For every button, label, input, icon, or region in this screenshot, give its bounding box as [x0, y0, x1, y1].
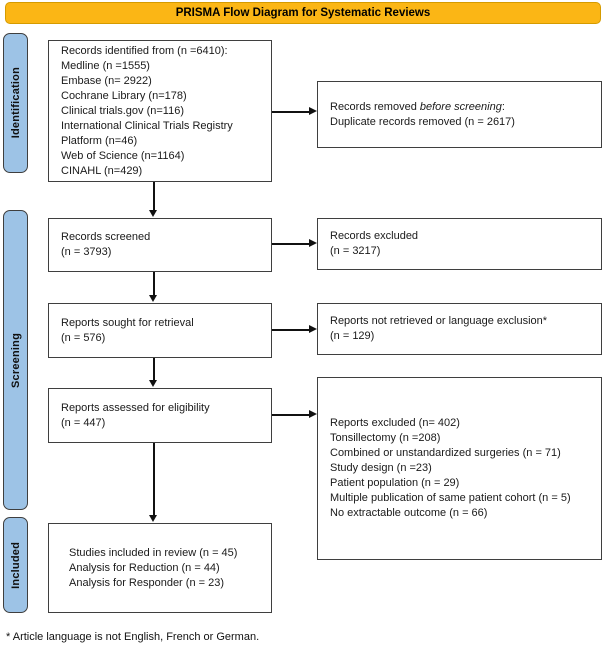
arrow-sought-to-assessed-head — [149, 380, 157, 387]
stage-label-included: Included — [3, 517, 28, 613]
box-studies-included: Studies included in review (n = 45)Analy… — [48, 523, 272, 613]
stage-label-identification: Identification — [3, 33, 28, 173]
box-reports-sought: Reports sought for retrieval(n = 576) — [48, 303, 272, 358]
records-removed-line2: Duplicate records removed (n = 2617) — [330, 115, 515, 128]
arrow-identified-to-screened-head — [149, 210, 157, 217]
arrow-assessed-to-included-line — [153, 443, 155, 516]
arrow-assessed-to-reportsexcluded-line — [272, 414, 309, 416]
arrow-sought-to-notretrieved-head — [309, 325, 317, 333]
box-reports-sought-text: Reports sought for retrieval(n = 576) — [61, 316, 194, 344]
box-records-excluded: Records excluded(n = 3217) — [317, 218, 602, 270]
stage-label-screening-text: Screening — [9, 332, 22, 388]
box-reports-not-retrieved-text: Reports not retrieved or language exclus… — [330, 315, 548, 342]
arrow-assessed-to-included-head — [149, 515, 157, 522]
arrow-identified-to-screened-line — [153, 182, 155, 211]
arrow-screened-to-excluded-line — [272, 243, 309, 245]
arrow-screened-to-sought-line — [153, 272, 155, 296]
diagram-title: PRISMA Flow Diagram for Systematic Revie… — [175, 7, 431, 19]
box-reports-assessed: Reports assessed for eligibility(n = 447… — [48, 388, 272, 443]
stage-label-screening: Screening — [3, 210, 28, 510]
arrow-assessed-to-reportsexcluded-head — [309, 410, 317, 418]
diagram-title-banner: PRISMA Flow Diagram for Systematic Revie… — [5, 2, 601, 24]
box-records-identified-text: Records identified from (n =6410):Medlin… — [61, 44, 233, 177]
footnote: * Article language is not English, Frenc… — [6, 631, 260, 643]
arrow-identified-to-removed-line — [272, 111, 309, 113]
box-records-removed: Records removed before screening: Duplic… — [317, 81, 602, 148]
arrow-screened-to-sought-head — [149, 295, 157, 302]
box-reports-excluded-reasons: Reports excluded (n= 402)Tonsillectomy (… — [317, 377, 602, 560]
arrow-screened-to-excluded-head — [309, 239, 317, 247]
arrow-sought-to-assessed-line — [153, 358, 155, 381]
box-reports-excluded-reasons-text: Reports excluded (n= 402)Tonsillectomy (… — [330, 417, 571, 519]
box-records-screened: Records screened(n = 3793) — [48, 218, 272, 272]
stage-label-included-text: Included — [9, 541, 22, 589]
arrow-sought-to-notretrieved-line — [272, 329, 309, 331]
arrow-identified-to-removed-head — [309, 107, 317, 115]
box-records-excluded-text: Records excluded(n = 3217) — [330, 230, 419, 257]
stage-label-identification-text: Identification — [9, 67, 22, 139]
box-records-screened-text: Records screened(n = 3793) — [61, 231, 151, 258]
records-removed-line1: Records removed before screening: — [330, 100, 505, 113]
box-studies-included-text: Studies included in review (n = 45)Analy… — [69, 546, 238, 589]
box-reports-not-retrieved: Reports not retrieved or language exclus… — [317, 303, 602, 355]
box-records-identified: Records identified from (n =6410):Medlin… — [48, 40, 272, 182]
box-records-removed-text: Records removed before screening: Duplic… — [318, 100, 601, 130]
box-reports-assessed-text: Reports assessed for eligibility(n = 447… — [61, 401, 210, 429]
